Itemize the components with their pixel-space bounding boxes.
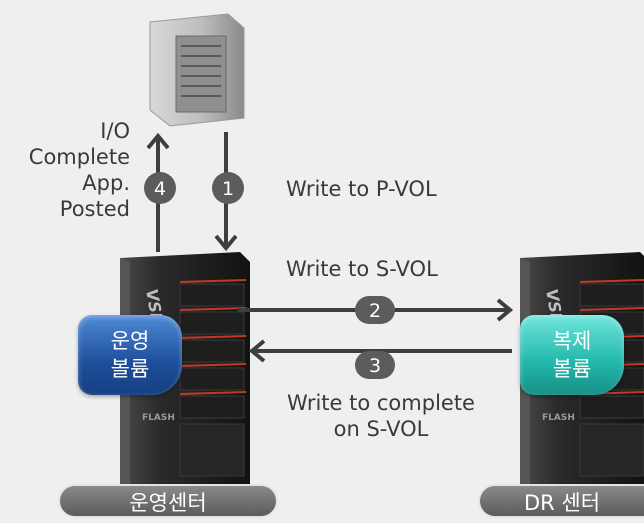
io-label-line-3: App. [82, 171, 130, 195]
rack-badge-right: FLASH [542, 413, 575, 423]
arrow-step-4-head [146, 132, 170, 150]
primary-volume-line-2: 볼륨 [110, 357, 150, 381]
svg-text:4: 4 [154, 178, 166, 200]
step-3-text: Write to complete on S-VOL [266, 390, 496, 442]
main-site-label: 운영센터 [58, 484, 278, 518]
step-badge-4: 4 [144, 172, 176, 204]
arrow-step-2-head [496, 298, 514, 322]
step-badge-1: 1 [212, 172, 244, 204]
svg-text:2: 2 [369, 300, 381, 322]
replica-volume-badge: 복제 볼륨 [520, 315, 624, 395]
step-3-text-line-2: on S-VOL [333, 417, 429, 441]
step-2-text: Write to S-VOL [286, 257, 438, 281]
dr-site-label: DR 센터 [478, 484, 644, 518]
arrow-step-1-head [214, 234, 238, 252]
replica-volume-line-2: 볼륨 [552, 357, 592, 381]
step-badge-3: 3 [355, 351, 395, 379]
io-label-line-2: Complete [28, 145, 130, 169]
step-badge-2: 2 [355, 296, 395, 324]
svg-text:3: 3 [369, 355, 381, 377]
server-icon [149, 13, 245, 127]
step-3-text-line-1: Write to complete [287, 391, 475, 415]
io-complete-label: I/O Complete App. Posted [29, 118, 130, 222]
replica-volume-line-1: 복제 [552, 329, 592, 353]
arrow-step-3-head [248, 339, 266, 363]
step-1-text: Write to P-VOL [286, 177, 437, 201]
io-label-line-4: Posted [59, 197, 130, 221]
primary-volume-line-1: 운영 [110, 329, 150, 353]
io-label-line-1: I/O [100, 119, 130, 143]
primary-volume-badge: 운영 볼륨 [78, 315, 182, 395]
primary-storage-rack-icon: FLASH VSP [120, 252, 250, 494]
svg-text:1: 1 [222, 178, 234, 200]
rack-badge-left: FLASH [142, 413, 175, 423]
